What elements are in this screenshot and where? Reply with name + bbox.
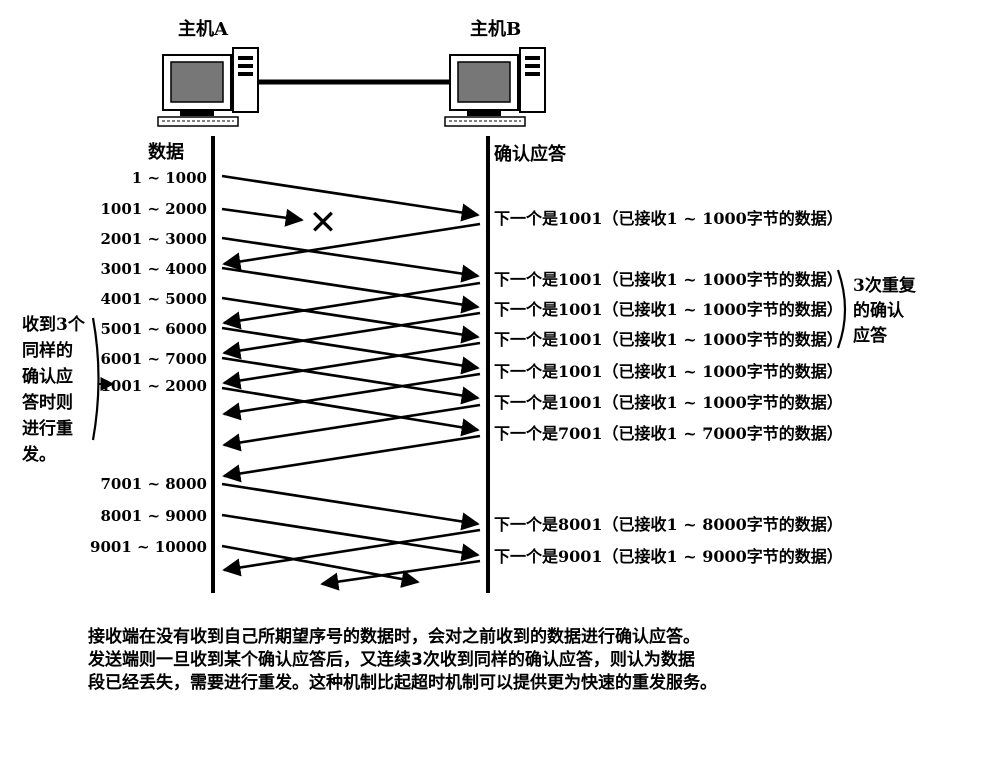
left-note-line: 确认应 (22, 366, 73, 387)
host-a-label: 主机A (178, 18, 229, 40)
left-brace (93, 318, 99, 440)
right-note-line: 3次重复 (853, 275, 917, 296)
segment-label: 1001 ~ 2000 (100, 200, 207, 218)
right-note-line: 的确认 (853, 300, 905, 321)
ack-label: 下一个是1001（已接收1 ~ 1000字节的数据） (494, 393, 843, 412)
segment-label: 1 ~ 1000 (132, 169, 207, 187)
segment-label: 9001 ~ 10000 (90, 538, 207, 556)
duplicate-ack-note: 3次重复 的确认 应答 (853, 275, 917, 346)
ack-label: 下一个是1001（已接收1 ~ 1000字节的数据） (494, 362, 843, 381)
ack-label-duplicate: 下一个是1001（已接收1 ~ 1000字节的数据） (494, 330, 843, 349)
ack-arrow (322, 561, 480, 584)
left-note-line: 同样的 (22, 340, 73, 361)
left-note-line: 发。 (21, 444, 56, 465)
segment-label: 3001 ~ 4000 (100, 260, 207, 278)
ack-label-duplicate: 下一个是1001（已接收1 ~ 1000字节的数据） (494, 270, 843, 289)
right-note-line: 应答 (853, 325, 888, 346)
ack-arrow (224, 436, 480, 476)
caption-line: 发送端则一旦收到某个确认应答后，又连续3次收到同样的确认应答，则认为数据 (88, 649, 948, 672)
retransmit-note: 收到3个 同样的 确认应 答时则 进行重 发。 (21, 314, 86, 465)
segment-label-retransmit: 1001 ~ 2000 (100, 377, 207, 395)
host-b-computer-icon (445, 48, 545, 126)
ack-labels: 下一个是1001（已接收1 ~ 1000字节的数据） 下一个是1001（已接收1… (494, 209, 843, 566)
left-note-line: 收到3个 (22, 314, 86, 335)
left-note-line: 进行重 (22, 418, 73, 439)
segment-label: 4001 ~ 5000 (100, 290, 207, 308)
data-arrow (222, 268, 478, 307)
data-arrow (222, 176, 478, 215)
data-header: 数据 (148, 141, 184, 163)
host-a-computer-icon (158, 48, 258, 126)
ack-header: 确认应答 (494, 143, 567, 165)
ack-arrows (224, 224, 480, 584)
segment-label: 7001 ~ 8000 (100, 475, 207, 493)
ack-label: 下一个是7001（已接收1 ~ 7000字节的数据） (494, 424, 843, 443)
data-arrow (222, 484, 478, 524)
data-arrow-lost (222, 209, 302, 220)
ack-label: 下一个是1001（已接收1 ~ 1000字节的数据） (494, 209, 843, 228)
host-b-label: 主机B (470, 18, 521, 40)
caption-line: 段已经丢失，需要进行重发。这种机制比起超时机制可以提供更为快速的重发服务。 (88, 672, 948, 695)
ack-label: 下一个是8001（已接收1 ~ 8000字节的数据） (494, 515, 843, 534)
segment-label: 5001 ~ 6000 (100, 320, 207, 338)
ack-label-duplicate: 下一个是1001（已接收1 ~ 1000字节的数据） (494, 300, 843, 319)
data-arrow (222, 546, 418, 582)
ack-label: 下一个是9001（已接收1 ~ 9000字节的数据） (494, 547, 843, 566)
segment-label: 8001 ~ 9000 (100, 507, 207, 525)
segment-labels: 1 ~ 1000 1001 ~ 2000 2001 ~ 3000 3001 ~ … (90, 169, 207, 556)
figure-caption: 接收端在没有收到自己所期望序号的数据时，会对之前收到的数据进行确认应答。 发送端… (88, 626, 948, 695)
caption-line: 接收端在没有收到自己所期望序号的数据时，会对之前收到的数据进行确认应答。 (88, 626, 948, 649)
segment-label: 2001 ~ 3000 (100, 230, 207, 248)
left-note-line: 答时则 (22, 392, 73, 413)
segment-label: 6001 ~ 7000 (100, 350, 207, 368)
lost-segment-marker: ✕ (309, 203, 338, 243)
